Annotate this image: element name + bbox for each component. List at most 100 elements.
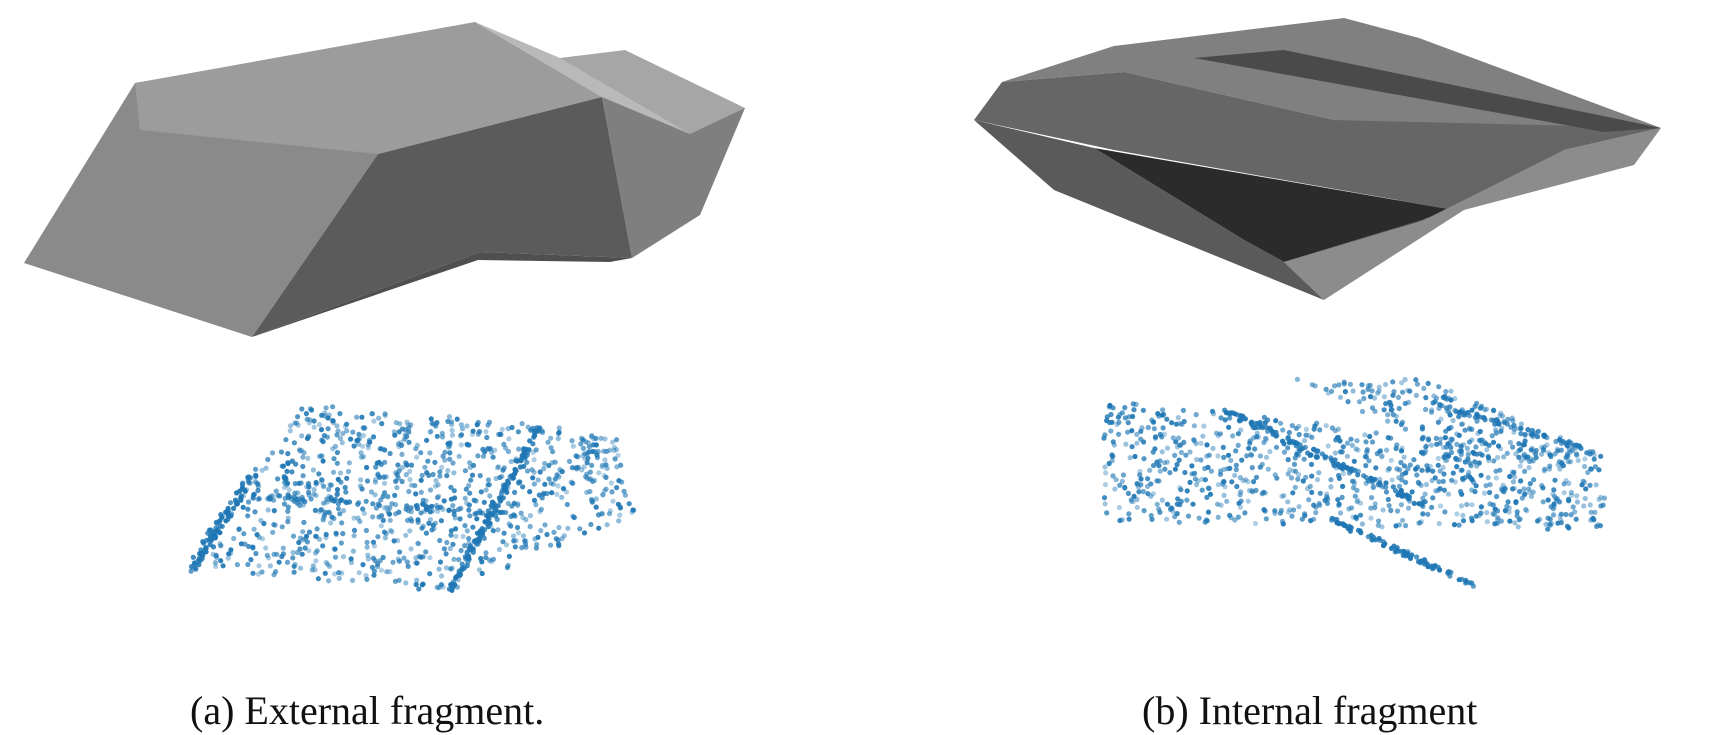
point [1573,516,1579,522]
point [1372,505,1378,511]
point [554,491,560,497]
point [1475,430,1481,436]
point [1582,456,1588,462]
mesh-face [560,50,745,134]
point [1215,482,1221,488]
point [1102,482,1109,488]
point [373,464,379,470]
point [1493,430,1499,436]
point [1157,431,1163,438]
point [453,533,459,539]
point [1437,503,1444,509]
point [1469,487,1475,493]
point [382,535,388,541]
point [1437,486,1443,492]
point [404,419,410,425]
point [288,423,294,429]
point [1454,511,1460,517]
point [1523,507,1529,513]
point [427,509,433,515]
point [1335,497,1341,503]
point [407,476,413,483]
point [443,551,449,557]
point [329,514,335,520]
point [589,433,595,439]
point [1293,425,1299,431]
point [479,559,485,565]
point [1598,494,1604,500]
point [499,426,505,432]
point [277,493,283,499]
point [400,464,406,470]
point [1201,423,1207,429]
point [1518,425,1524,431]
point [381,529,388,535]
point [613,437,620,443]
point [255,487,261,494]
point [242,541,248,547]
point [1458,503,1465,509]
point [279,524,285,530]
point [508,458,514,465]
point [1400,389,1406,395]
point [1303,474,1309,480]
point [578,441,584,447]
point [355,441,362,447]
point [375,501,381,507]
point [1574,493,1580,499]
point [376,514,382,520]
point [336,575,342,582]
point [345,468,352,475]
point [332,554,339,560]
point [232,497,239,503]
point [1382,541,1388,547]
point [587,488,593,495]
point [462,543,468,549]
point [1445,441,1451,447]
point [1370,477,1376,483]
point [550,481,556,487]
point [1520,442,1526,448]
point [415,517,421,523]
point [1500,482,1506,488]
point [240,504,246,510]
point [1372,408,1378,414]
point [470,428,476,434]
point [1440,478,1446,484]
point [1292,484,1298,490]
point [1478,472,1484,478]
point [512,467,519,473]
point [496,546,502,553]
point [1530,489,1536,495]
point [278,449,285,455]
point [1328,484,1334,490]
point [358,477,364,483]
point [511,489,518,495]
point [1278,420,1284,426]
point [1488,417,1494,423]
point [406,439,412,445]
mesh-face [252,252,632,337]
point [1190,501,1196,507]
point [413,555,419,561]
point [1281,449,1288,455]
point [1261,439,1267,445]
point [1273,418,1279,424]
point [1324,500,1331,506]
point [379,421,385,427]
point [1522,491,1528,497]
point [487,446,493,452]
point [1450,470,1456,476]
point [488,559,495,565]
point [466,536,472,542]
point [1418,558,1424,564]
point [1469,476,1475,483]
point [1494,493,1500,500]
point [351,443,357,449]
point [333,532,339,538]
point [359,414,365,420]
point [370,539,377,545]
point [318,427,325,433]
point [316,471,322,477]
point [1376,384,1382,390]
